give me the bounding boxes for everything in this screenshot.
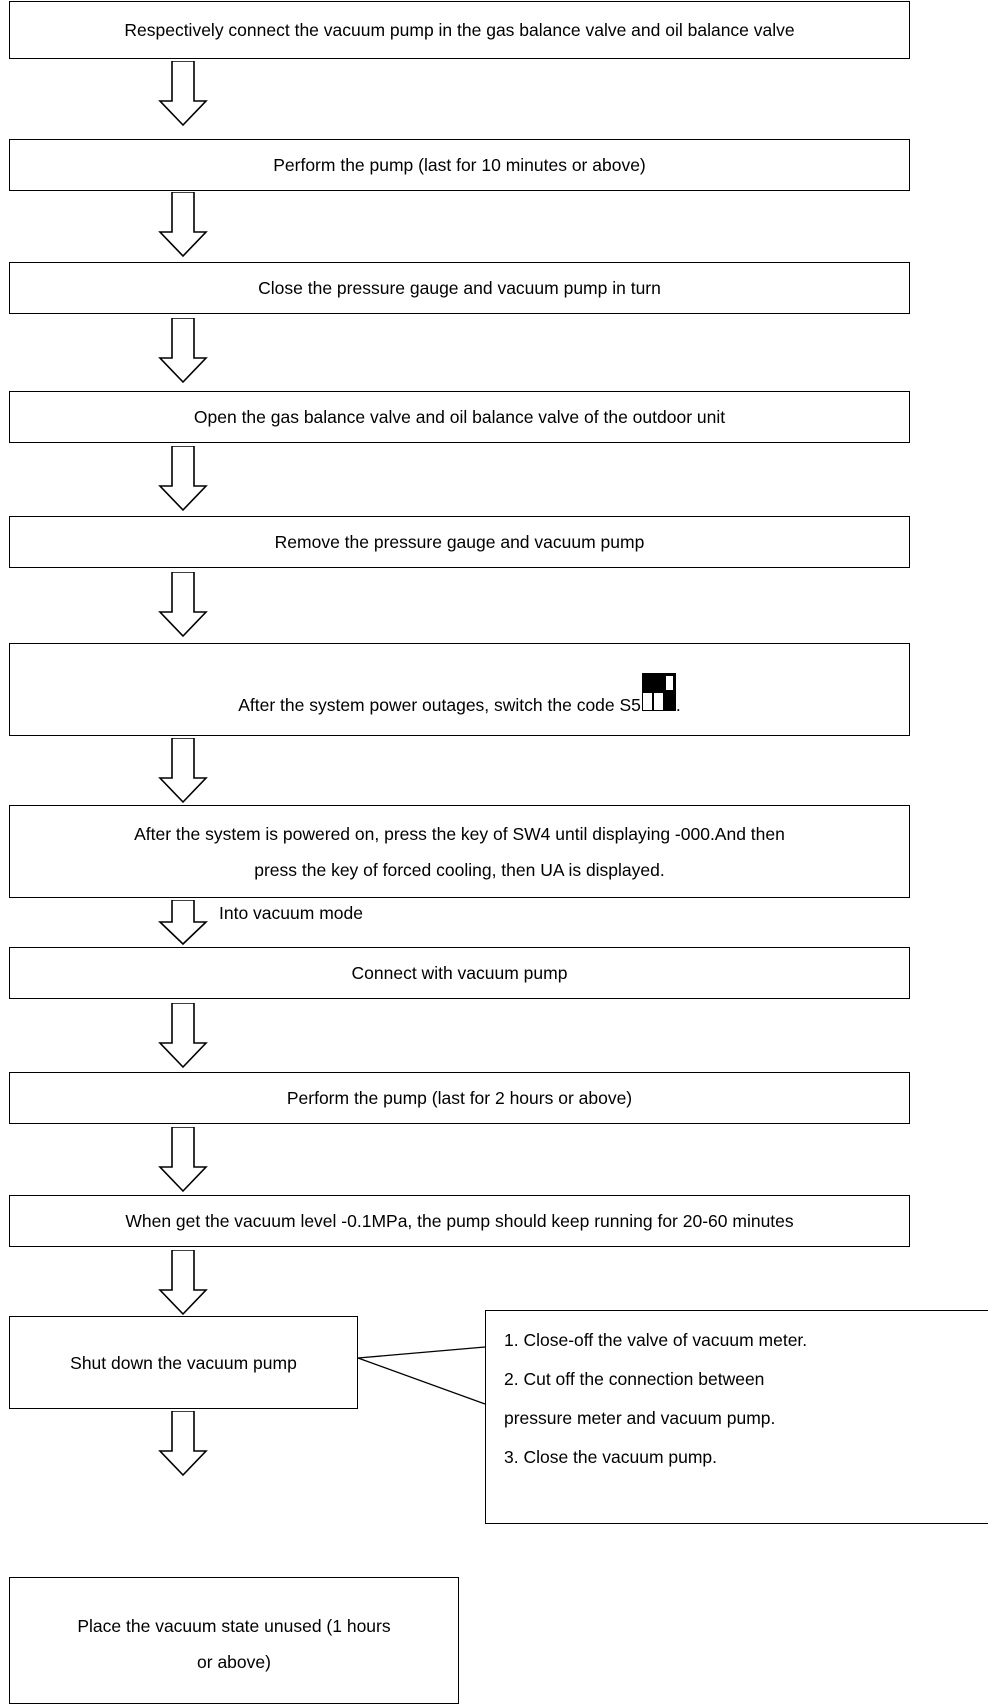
step-8-text: Connect with vacuum pump (351, 963, 568, 983)
note-line-4: 3. Close the vacuum pump. (504, 1447, 718, 1467)
step-4-box: Open the gas balance valve and oil balan… (9, 391, 910, 443)
step-9-text: Perform the pump (last for 2 hours or ab… (286, 1088, 633, 1108)
step-6-suffix: . (675, 695, 681, 715)
step-9-box: Perform the pump (last for 2 hours or ab… (9, 1072, 910, 1124)
step-10-box: When get the vacuum level -0.1MPa, the p… (9, 1195, 910, 1247)
down-arrow-icon (158, 1411, 208, 1477)
step-5-box: Remove the pressure gauge and vacuum pum… (9, 516, 910, 568)
step-11-box: Shut down the vacuum pump (9, 1316, 358, 1409)
down-arrow-icon (158, 1127, 208, 1193)
note-line-3: pressure meter and vacuum pump. (504, 1408, 776, 1428)
down-arrow-icon (158, 900, 208, 946)
down-arrow-icon (158, 61, 208, 127)
step-3-box: Close the pressure gauge and vacuum pump… (9, 262, 910, 314)
step-6-label: After the system power outages, switch t… (238, 695, 641, 715)
step-7-line-2: press the key of forced cooling, then UA… (254, 859, 665, 880)
step-5-text: Remove the pressure gauge and vacuum pum… (274, 532, 645, 552)
arrow-label: Into vacuum mode (219, 903, 363, 923)
callout-note: 1. Close-off the valve of vacuum meter. … (485, 1310, 988, 1524)
note-line-2: 2. Cut off the connection between (504, 1369, 765, 1389)
step-8-box: Connect with vacuum pump (9, 947, 910, 999)
dip-switch-icon (641, 673, 676, 711)
step-6-text: After the system power outages, switch t… (228, 673, 691, 723)
down-arrow-icon (158, 572, 208, 638)
step-2-box: Perform the pump (last for 10 minutes or… (9, 139, 910, 191)
down-arrow-icon (158, 192, 208, 258)
step-7-box: After the system is powered on, press th… (9, 805, 910, 898)
step-7-line-1: After the system is powered on, press th… (134, 823, 785, 844)
down-arrow-icon (158, 318, 208, 384)
down-arrow-icon (158, 1003, 208, 1069)
step-1-box: Respectively connect the vacuum pump in … (9, 1, 910, 59)
step-6-box: After the system power outages, switch t… (9, 643, 910, 736)
step-12-line-1: Place the vacuum state unused (1 hours (77, 1615, 391, 1636)
step-12-line-2: or above) (197, 1651, 271, 1672)
step-4-text: Open the gas balance valve and oil balan… (193, 407, 726, 427)
down-arrow-icon (158, 1250, 208, 1316)
step-2-text: Perform the pump (last for 10 minutes or… (273, 155, 646, 175)
step-12-box: Place the vacuum state unused (1 hours o… (9, 1577, 459, 1704)
down-arrow-icon (158, 738, 208, 804)
step-10-text: When get the vacuum level -0.1MPa, the p… (125, 1211, 794, 1231)
note-line-1: 1. Close-off the valve of vacuum meter. (504, 1330, 808, 1350)
step-3-text: Close the pressure gauge and vacuum pump… (258, 278, 661, 298)
step-11-text: Shut down the vacuum pump (70, 1352, 297, 1373)
down-arrow-icon (158, 446, 208, 512)
step-1-text: Respectively connect the vacuum pump in … (124, 20, 795, 40)
